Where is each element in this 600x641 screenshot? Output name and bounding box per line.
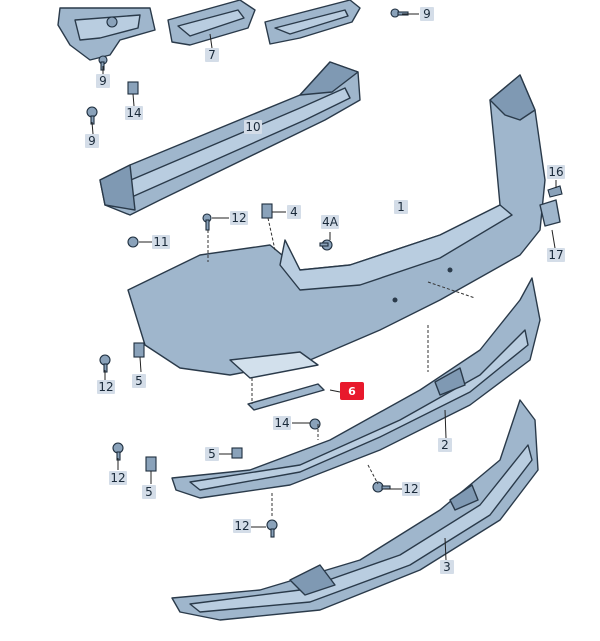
trim-strip-part bbox=[247, 383, 325, 411]
callout-5: 5 bbox=[205, 447, 219, 461]
callout-number: 5 bbox=[208, 447, 216, 461]
callout-9: 9 bbox=[85, 134, 99, 148]
callout-box bbox=[440, 560, 454, 574]
callout-12: 12 bbox=[402, 482, 420, 496]
clip-14a bbox=[127, 81, 139, 95]
callout-box bbox=[152, 235, 170, 249]
callout-number: 5 bbox=[145, 485, 153, 499]
callout-box bbox=[142, 485, 156, 499]
callout-number: 10 bbox=[245, 120, 260, 134]
callout-box bbox=[233, 519, 251, 533]
screw-12e bbox=[266, 519, 278, 538]
callout-number: 16 bbox=[548, 165, 563, 179]
callout-box bbox=[420, 7, 434, 21]
callout-box bbox=[205, 48, 219, 62]
callout-number: 6 bbox=[348, 385, 356, 398]
callout-number: 9 bbox=[99, 74, 107, 88]
callout-10: 10 bbox=[244, 120, 262, 134]
callout-number: 7 bbox=[208, 48, 216, 62]
callout-number: 12 bbox=[98, 380, 113, 394]
callout-number: 3 bbox=[443, 560, 451, 574]
callout-5: 5 bbox=[132, 374, 146, 388]
callout-17: 17 bbox=[547, 248, 565, 262]
callout-box bbox=[205, 447, 219, 461]
callout-number: 1 bbox=[397, 200, 405, 214]
callout-12: 12 bbox=[109, 471, 127, 485]
screw-12a bbox=[202, 213, 212, 231]
callout-number: 5 bbox=[135, 374, 143, 388]
side-sensor-bracket bbox=[539, 185, 563, 227]
clip-5c bbox=[231, 447, 243, 459]
callout-9: 9 bbox=[96, 74, 110, 88]
callout-9: 9 bbox=[420, 7, 434, 21]
clip-4 bbox=[261, 203, 273, 219]
callout-12: 12 bbox=[97, 380, 115, 394]
callout-number: 12 bbox=[234, 519, 249, 533]
callout-2: 2 bbox=[438, 438, 452, 452]
clip-5a bbox=[133, 342, 145, 358]
callout-box bbox=[394, 200, 408, 214]
callout-number: 9 bbox=[88, 134, 96, 148]
callout-14: 14 bbox=[125, 106, 143, 120]
callout-4A: 4A bbox=[321, 215, 339, 229]
callout-12: 12 bbox=[230, 211, 248, 225]
screw-9a bbox=[390, 8, 409, 18]
callout-number: 12 bbox=[110, 471, 125, 485]
callout-5: 5 bbox=[142, 485, 156, 499]
screw-12c bbox=[112, 442, 124, 461]
dashed-guides bbox=[207, 217, 476, 516]
callout-box bbox=[132, 374, 146, 388]
callout-number: 17 bbox=[548, 248, 563, 262]
lower-diffuser-part bbox=[171, 277, 541, 499]
screw-4a bbox=[319, 239, 333, 251]
bumper-cover-part bbox=[127, 74, 546, 379]
screw-12b bbox=[99, 354, 111, 373]
center-bracket-part bbox=[167, 0, 256, 46]
screw-12d bbox=[372, 481, 391, 493]
callout-box bbox=[273, 416, 291, 430]
clip-5b bbox=[145, 456, 157, 472]
right-bracket-part bbox=[264, 0, 361, 45]
callout-box bbox=[97, 380, 115, 394]
callout-box bbox=[244, 120, 262, 134]
callout-16: 16 bbox=[547, 165, 565, 179]
callout-3: 3 bbox=[440, 560, 454, 574]
callout-11: 11 bbox=[152, 235, 170, 249]
callout-box bbox=[438, 438, 452, 452]
callout-box bbox=[547, 248, 565, 262]
callout-box bbox=[287, 205, 301, 219]
callout-number: 4A bbox=[322, 215, 339, 229]
callout-number: 11 bbox=[153, 235, 168, 249]
callout-box bbox=[109, 471, 127, 485]
callout-box bbox=[547, 165, 565, 179]
callout-box bbox=[321, 215, 339, 229]
callout-12: 12 bbox=[233, 519, 251, 533]
bumper-reinforcement-bar bbox=[99, 61, 361, 216]
callout-7: 7 bbox=[205, 48, 219, 62]
callout-14: 14 bbox=[273, 416, 291, 430]
callout-box bbox=[96, 74, 110, 88]
callout-number: 12 bbox=[231, 211, 246, 225]
callout-box bbox=[125, 106, 143, 120]
lower-diffuser-variant-part bbox=[171, 399, 539, 621]
callout-labels: 9 7 9 14 9 10 12 4 1 16 11 4A 17 12 5 6 14 2 5 12 5 12 12 3 bbox=[85, 7, 565, 574]
callout-6: 6 bbox=[340, 382, 364, 400]
callout-4: 4 bbox=[287, 205, 301, 219]
left-bracket-part bbox=[57, 7, 156, 61]
callout-number: 9 bbox=[423, 7, 431, 21]
screw-9c bbox=[86, 106, 98, 125]
callout-box bbox=[85, 134, 99, 148]
callout-box bbox=[340, 382, 364, 400]
callout-number: 2 bbox=[441, 438, 449, 452]
callout-number: 4 bbox=[290, 205, 298, 219]
nut-11 bbox=[127, 236, 139, 248]
callout-box bbox=[402, 482, 420, 496]
callout-box bbox=[230, 211, 248, 225]
callout-1: 1 bbox=[394, 200, 408, 214]
callout-number: 12 bbox=[403, 482, 418, 496]
callout-number: 14 bbox=[126, 106, 141, 120]
callout-number: 14 bbox=[274, 416, 289, 430]
